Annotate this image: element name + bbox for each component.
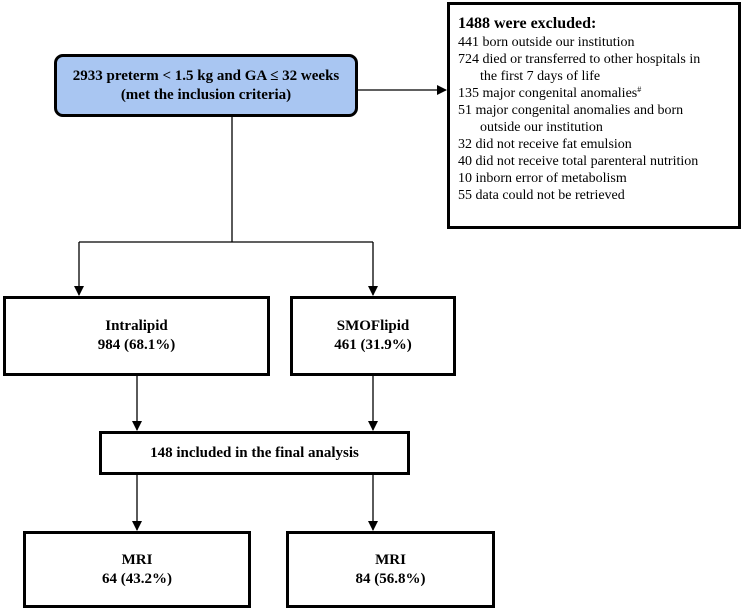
smoflipid-count: 461 (31.9%) [334,337,412,353]
mri-right-name: MRI [375,551,406,568]
inclusion-line-2: (met the inclusion criteria) [120,86,292,103]
smoflipid-name: SMOFlipid [336,318,410,334]
excluded-title: 1488 were excluded: [458,15,597,32]
mri-left-name: MRI [121,551,153,568]
mri-left-box: MRI 64 (43.2%) [23,531,251,608]
final-analysis-label: 148 included in the final analysis [150,444,359,461]
inclusion-line-1: 2933 preterm < 1.5 kg and GA ≤ 32 weeks [72,67,340,84]
smoflipid-box: SMOFlipid 461 (31.9%) [290,296,456,376]
excluded-item-continuation: the first 7 days of life [480,69,601,84]
excluded-item-continuation: outside our institution [480,120,603,135]
excluded-box: 1488 were excluded: 441 born outside our… [447,2,741,229]
excluded-item: 32 did not receive fat emulsion [458,137,632,152]
inclusion-box: 2933 preterm < 1.5 kg and GA ≤ 32 weeks … [54,54,358,117]
excluded-item: 724 died or transferred to other hospita… [458,52,701,67]
excluded-item: 10 inborn error of metabolism [458,171,627,186]
excluded-item: 51 major congenital anomalies and born [458,103,684,118]
intralipid-box: Intralipid 984 (68.1%) [3,296,270,376]
excluded-item: 441 born outside our institution [458,35,635,50]
excluded-item: 40 did not receive total parenteral nutr… [458,154,699,169]
mri-left-count: 64 (43.2%) [102,570,172,587]
intralipid-name: Intralipid [105,318,168,334]
final-analysis-box: 148 included in the final analysis [99,431,410,475]
footnote-mark: # [637,85,642,94]
mri-right-count: 84 (56.8%) [355,570,426,587]
mri-right-box: MRI 84 (56.8%) [286,531,495,608]
intralipid-count: 984 (68.1%) [97,337,176,353]
excluded-item: 55 data could not be retrieved [458,188,625,203]
excluded-item: 135 major congenital anomalies# [458,85,642,102]
